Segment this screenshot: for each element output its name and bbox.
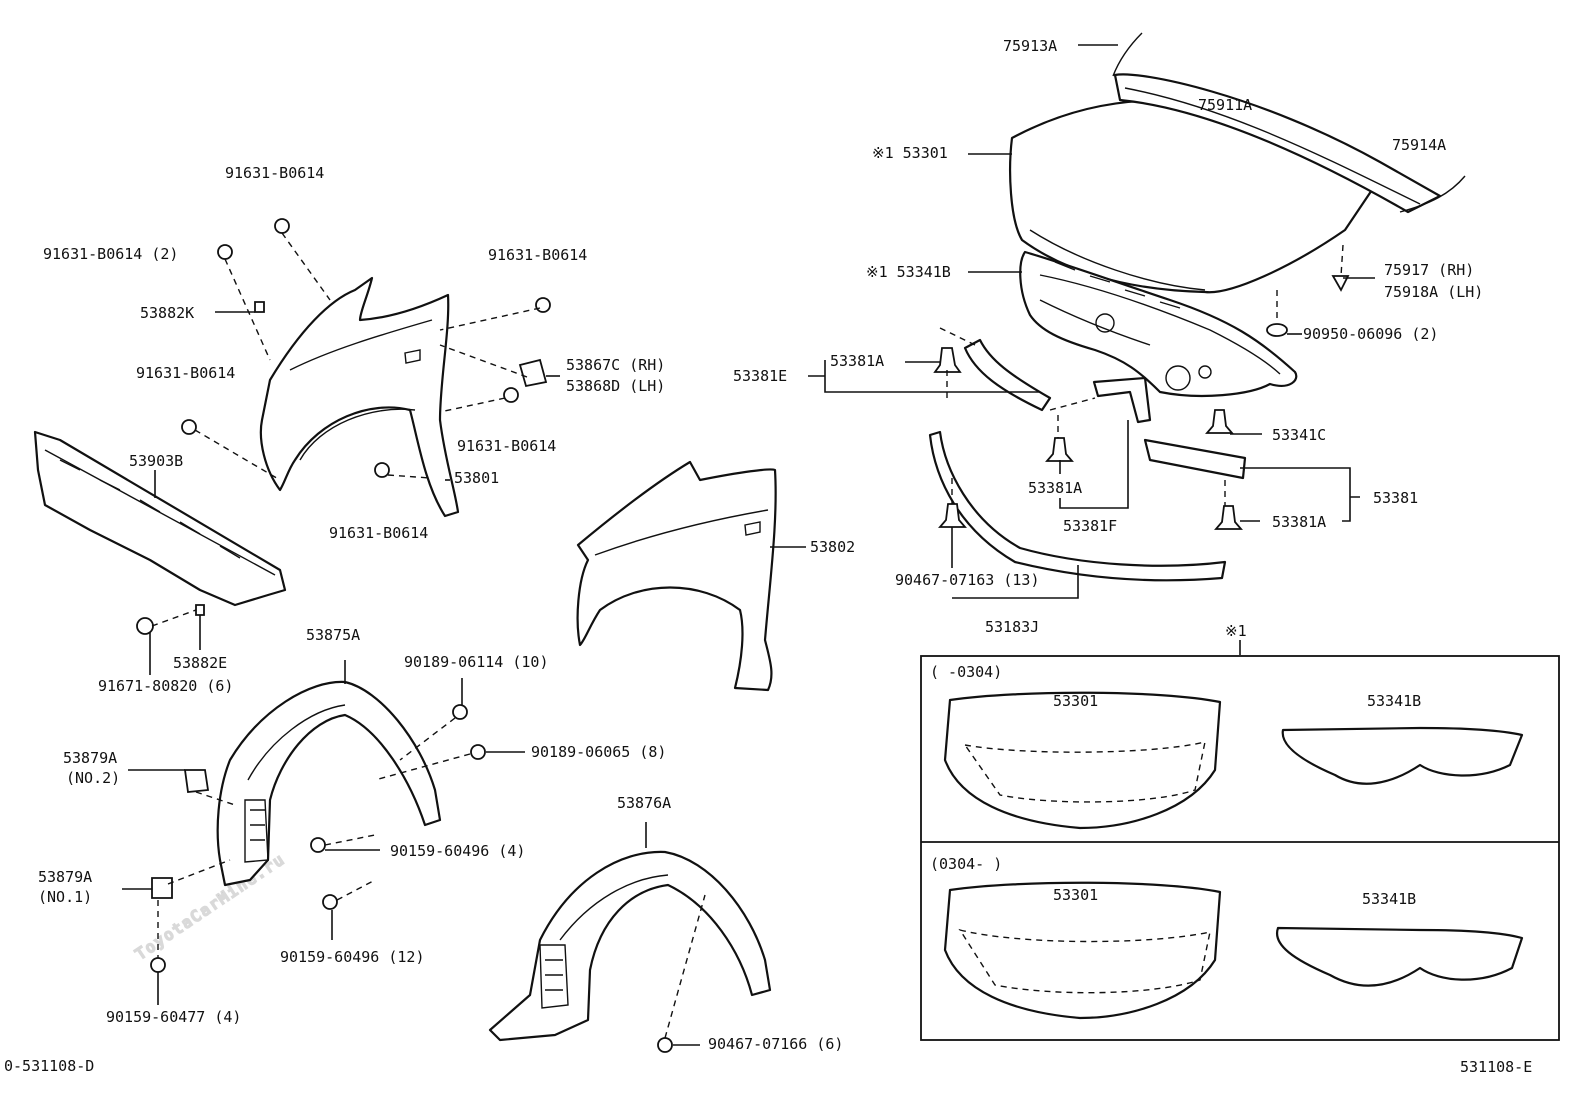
fasteners [136,218,706,1053]
callout-53801: 53801 [454,469,499,487]
callout-91631-B0614-bottom: 91631-B0614 [329,524,428,542]
callout-53381A-right: 53381A [1272,513,1326,531]
part-callouts: 75913A 75911A ※1 53301 75914A ※1 53341B … [38,37,1483,1053]
footer-left-code: 0-531108-D [4,1057,94,1075]
clips-top [933,347,1243,530]
inset-hood-top [943,691,1222,830]
inset-bottom-label-53301: 53301 [1053,886,1098,904]
watermark: ToyotaCarMine.ru [132,850,288,964]
callout-75911A: 75911A [1198,96,1252,114]
callout-53341C: 53341C [1272,426,1326,444]
callout-91631-B0614-top: 91631-B0614 [225,164,324,182]
inset-bottom-period: (0304- ) [930,855,1002,873]
callout-90950-06096: 90950-06096 (2) [1303,325,1438,343]
front-fender-53802 [576,460,777,692]
fender-liner-53876A [488,850,772,1042]
callout-90189-06114: 90189-06114 (10) [404,653,549,671]
callout-90159-60496-4: 90159-60496 (4) [390,842,525,860]
inset-top-label-53341B: 53341B [1367,692,1421,710]
callout-90159-60477: 90159-60477 (4) [106,1008,241,1026]
callout-91631-B0614-left: 91631-B0614 [136,364,235,382]
callout-91671-80820: 91671-80820 (6) [98,677,233,695]
callout-90467-07166: 90467-07166 (6) [708,1035,843,1053]
inset-bottom-label-53341B: 53341B [1362,890,1416,908]
inset-top-label-53301: 53301 [1053,692,1098,710]
callout-53381E: 53381E [733,367,787,385]
callout-91631-B0614-2: 91631-B0614 (2) [43,245,178,263]
callout-91631-B0614-mid: 91631-B0614 [457,437,556,455]
inset-top-period: ( -0304) [930,663,1002,681]
callout-75913A: 75913A [1003,37,1057,55]
callout-75914A: 75914A [1392,136,1446,154]
front-fender-53801 [259,276,460,518]
callout-75917-rh: 75917 (RH) [1384,261,1474,279]
hood-variants-inset [920,655,1560,1041]
hood-molding-end-left [1112,32,1143,77]
callout-53903B: 53903B [129,452,183,470]
hood-group [1009,32,1466,337]
callout-53183J: 53183J [985,618,1039,636]
callout-53381: 53381 [1373,489,1418,507]
radiator-support-53903B [33,430,287,607]
inset-insulator-top [1281,726,1524,785]
callout-53301-hood: ※1 53301 [872,144,948,162]
callout-no2: (NO.2) [66,769,120,787]
hood-insulator-frame [1019,250,1298,398]
callout-53381F: 53381F [1063,517,1117,535]
callout-53341B-insulator: ※1 53341B [866,263,951,281]
callout-53381A-top: 53381A [830,352,884,370]
callout-53879A-no1: 53879A [38,868,92,886]
callout-53882E: 53882E [173,654,227,672]
callout-53879A-no2: 53879A [63,749,117,767]
hood-molding [1113,73,1442,214]
hood-seals [928,327,1247,582]
fender-liner-53875A [216,680,442,887]
callout-75918A-lh: 75918A (LH) [1384,283,1483,301]
hood-panel [1009,99,1382,294]
callout-53868D-lh: 53868D (LH) [566,377,665,395]
callout-no1: (NO.1) [38,888,92,906]
footer: 0-531108-D 531108-E [4,1057,1532,1076]
callout-53867C-rh: 53867C (RH) [566,356,665,374]
inset-labels: ※1 ( -0304) 53301 53341B (0304- ) 53301 … [930,622,1421,908]
callout-90159-60496-12: 90159-60496 (12) [280,948,425,966]
inset-hood-bottom [943,881,1222,1020]
callout-53875A: 53875A [306,626,360,644]
callout-53802: 53802 [810,538,855,556]
leader-lines [122,44,1375,1046]
callout-53381A-mid: 53381A [1028,479,1082,497]
callout-91631-B0614-right: 91631-B0614 [488,246,587,264]
callout-90189-06065: 90189-06065 (8) [531,743,666,761]
hood-molding-end-right [1399,175,1466,213]
callout-53882K: 53882K [140,304,194,322]
inset-marker: ※1 [1225,622,1247,640]
callout-90467-07163: 90467-07163 (13) [895,571,1040,589]
footer-right-code: 531108-E [1460,1058,1532,1076]
callout-53876A: 53876A [617,794,671,812]
inset-insulator-bottom [1275,926,1524,987]
